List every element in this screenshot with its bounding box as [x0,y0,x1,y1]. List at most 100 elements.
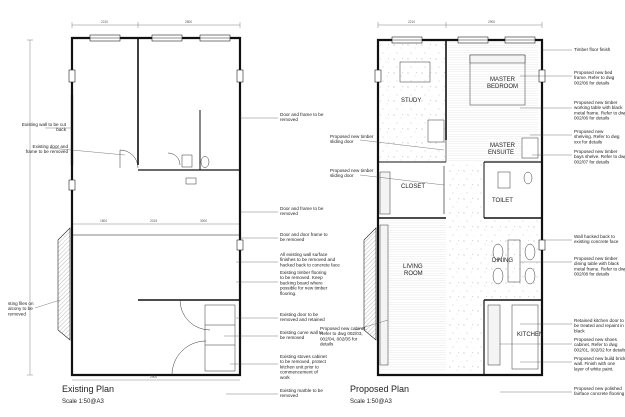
existing-doors [119,149,211,376]
living-room-timber-floor [380,220,446,370]
note-line: Proposed new shoes [574,337,618,342]
note-line: sliding door [330,139,354,144]
note-line: be removed [280,237,305,242]
note-line: 002/08 for details [574,272,610,277]
note-line: sliding door [330,173,354,178]
note-line: Proposed new timber [574,149,618,154]
note-line: Door and frame to be [280,112,324,117]
note-line: removed and retained [280,317,325,322]
proposed-plan-scale: Scale 1:50@A3 [350,399,392,405]
note-line: 002/04, 002/05 for [320,336,358,341]
dim-existing-mid-1: 1800 [100,219,107,223]
room-label-master-bedroom-1: MASTER [490,77,516,83]
note-line: 002/01, 002/02 for details [574,347,625,352]
note-line: Proposed new [574,129,604,134]
existing-balcony-bay [57,227,71,341]
room-label-toilet: TOILET [492,198,513,204]
note-line: Door and door frame to [280,232,328,237]
note-line: Existing door to be [280,312,318,317]
note-line: existing concrete face [574,239,619,244]
note-line: Existing stoves cabinet [280,354,327,359]
note-line: dining table with black [574,261,620,266]
note-line: cabinet. Refer to dwg [574,342,618,347]
note-line: black [574,328,585,333]
existing-leader-lines [34,117,278,395]
note-line: Existing wall to be cut [22,122,67,127]
existing-kitchen-units [204,304,236,372]
note-line: Retained kitchen door to [574,318,624,323]
note-line: Timber floor finish [574,47,611,52]
note-line: Proposed new timber [574,256,618,261]
drawing-labels: Existing Plan Scale 1:50@A3 Proposed Pla… [62,20,543,405]
note-line: All existing wall surface [280,252,328,257]
note-line: kitchen unit prior to [280,364,319,369]
note-line: back [56,127,66,132]
proposed-sliding-doors [443,140,447,214]
note-line: Proposed new polished [574,386,622,391]
note-line: fairface concrete flooring [574,391,625,396]
note-line: finishes to be removed and [280,257,336,262]
existing-plan-title: Existing Plan [62,384,114,394]
note-line: Existing marble to be [280,388,323,393]
corridor-concrete-floor [448,162,484,372]
note-line: removed [280,117,298,122]
room-label-master-ensuite-1: MASTER [490,143,516,149]
room-label-master-ensuite-2: ENSUITE [488,150,514,156]
note-line: working table with black [574,105,623,110]
note-line: be treated and repaint in [574,323,624,328]
note-line: 002/06 for details [574,80,610,85]
note-line: Proposed new bed [574,70,613,75]
note-line: Refer to dwg 002/03, [320,331,363,336]
dim-existing-mid-2: 2015 [150,219,157,223]
proposed-plan [354,22,572,393]
dim-existing-top-left: 2210 [101,20,108,24]
existing-bathroom-fixtures [181,154,210,185]
note-line: removed [280,393,298,398]
note-line: to be removed. Keep [280,275,323,280]
proposed-furniture [379,54,539,370]
note-line: sting files on [8,301,34,306]
note-line: Wall hacked back to [574,234,615,239]
proposed-dimension-lines [377,22,543,28]
note-line: metal frame. Refer to dwg [574,266,625,271]
room-label-closet: CLOSET [401,184,425,190]
note-line: Existing door and [33,144,69,149]
note-line: frame. Refer to dwg [574,75,615,80]
note-line: Existing timber flooring [280,270,327,275]
note-line: flooring. [280,291,296,296]
note-line: bays shelve. Refer to dwg [574,154,625,159]
dim-existing-top-right: 2800 [185,20,192,24]
note-line: shelving. Refer to dwg [574,134,620,139]
note-line: alcony to be [8,306,33,311]
note-line: metal frame. Refer to dwg [574,110,625,115]
note-line: xxx for details [574,139,603,144]
note-line: layer of white paint. [574,366,614,371]
dim-proposed-top-left: 2210 [408,20,415,24]
proposed-right-note-1: Timber floor finish [574,47,611,52]
note-line: wall. Finish with one [574,361,616,366]
existing-walls [70,36,242,377]
room-label-kitchen: KITCHEN [517,332,543,338]
room-label-living-1: LIVING [403,264,423,270]
